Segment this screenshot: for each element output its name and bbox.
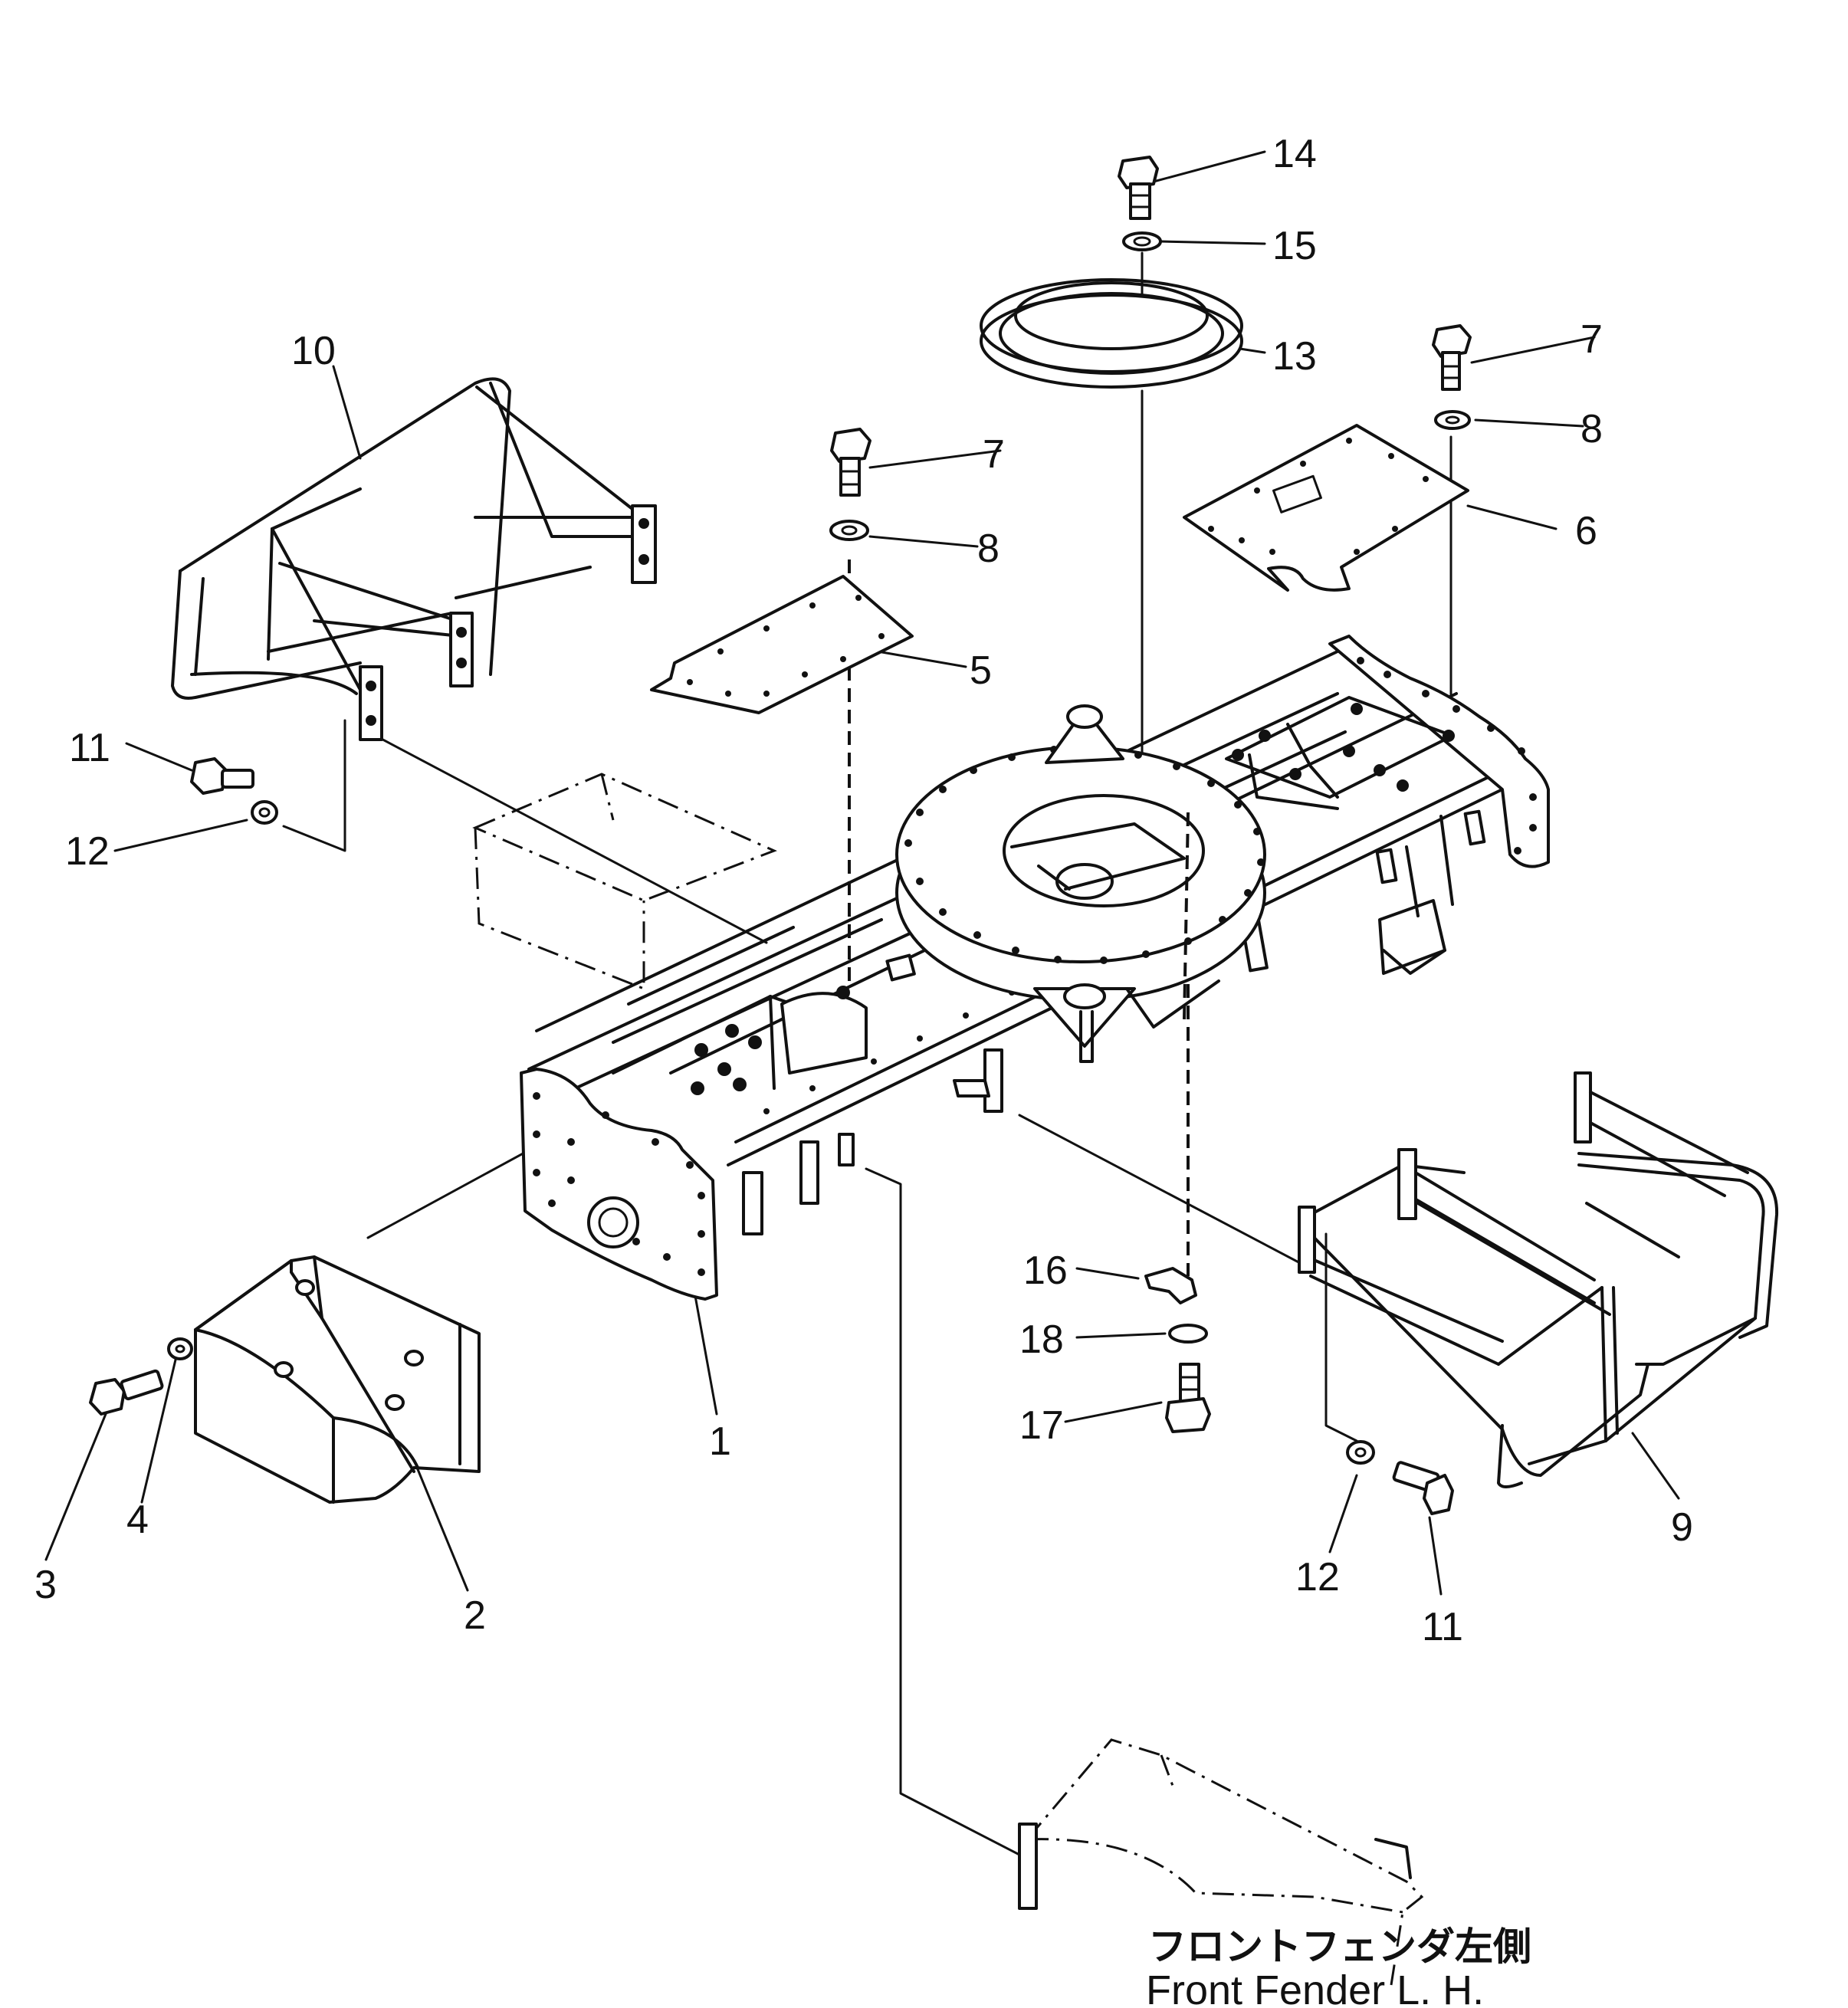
washer-part-8-left bbox=[829, 520, 869, 541]
callout-16: 16 bbox=[1023, 1248, 1068, 1293]
bolt-part-7-right bbox=[1432, 324, 1472, 391]
bolt-part-3 bbox=[89, 1369, 164, 1416]
callout-4: 4 bbox=[126, 1498, 149, 1542]
callout-13: 13 bbox=[1272, 334, 1317, 379]
callout-1: 1 bbox=[709, 1419, 731, 1464]
caption-japanese: フロントフェンダ左側 bbox=[1148, 1924, 1531, 1969]
callout-8-right: 8 bbox=[1580, 407, 1603, 451]
callout-10: 10 bbox=[291, 329, 336, 373]
callout-8-left: 8 bbox=[977, 527, 999, 571]
callout-12-left: 12 bbox=[65, 829, 110, 874]
right-guard-part-9 bbox=[1298, 1071, 1779, 1488]
cover-plate-part-6 bbox=[1183, 424, 1469, 592]
callout-2: 2 bbox=[464, 1593, 486, 1638]
washer-part-8-right bbox=[1434, 410, 1471, 430]
callout-7-left: 7 bbox=[983, 432, 1005, 477]
callout-11-left: 11 bbox=[69, 726, 110, 770]
front-fender-caption: フロントフェンダ左側 Front Fender L. H. bbox=[1146, 1924, 1531, 2008]
callout-11-right: 11 bbox=[1422, 1605, 1463, 1649]
left-guard-part-10 bbox=[171, 377, 657, 741]
callout-7-right: 7 bbox=[1580, 317, 1603, 362]
callout-17: 17 bbox=[1019, 1403, 1064, 1448]
bolt-part-14 bbox=[1118, 156, 1159, 220]
washer-part-15 bbox=[1122, 231, 1162, 251]
callout-6: 6 bbox=[1575, 509, 1597, 553]
bolt-part-17 bbox=[1165, 1363, 1211, 1433]
callout-9: 9 bbox=[1671, 1505, 1693, 1550]
main-frame-part-1 bbox=[472, 635, 1550, 1301]
leader-lines bbox=[44, 150, 1680, 1856]
washer-part-12-right bbox=[1346, 1440, 1375, 1465]
ring-part-13 bbox=[980, 278, 1243, 389]
caption-english: Front Fender L. H. bbox=[1146, 1967, 1484, 2008]
washer-part-18 bbox=[1168, 1324, 1208, 1344]
callout-15: 15 bbox=[1272, 224, 1317, 268]
clamp-part-16 bbox=[1144, 1267, 1197, 1304]
bolt-part-11-left bbox=[190, 757, 254, 795]
callout-5: 5 bbox=[970, 648, 992, 693]
bolt-part-7-left bbox=[830, 428, 871, 497]
washer-part-12-left bbox=[251, 800, 278, 825]
front-fender-lh bbox=[1018, 1738, 1424, 1986]
callout-3: 3 bbox=[34, 1563, 57, 1607]
washer-part-4 bbox=[167, 1337, 193, 1360]
cover-plate-part-5 bbox=[650, 575, 914, 714]
callout-18: 18 bbox=[1019, 1317, 1064, 1362]
callout-14: 14 bbox=[1272, 132, 1317, 176]
callout-12-right: 12 bbox=[1295, 1555, 1340, 1600]
callout-labels: 14 15 13 10 7 8 6 7 8 5 11 12 16 18 17 1… bbox=[34, 132, 1693, 1649]
step-part-2 bbox=[194, 1255, 481, 1504]
bolt-part-11-right bbox=[1392, 1461, 1454, 1515]
